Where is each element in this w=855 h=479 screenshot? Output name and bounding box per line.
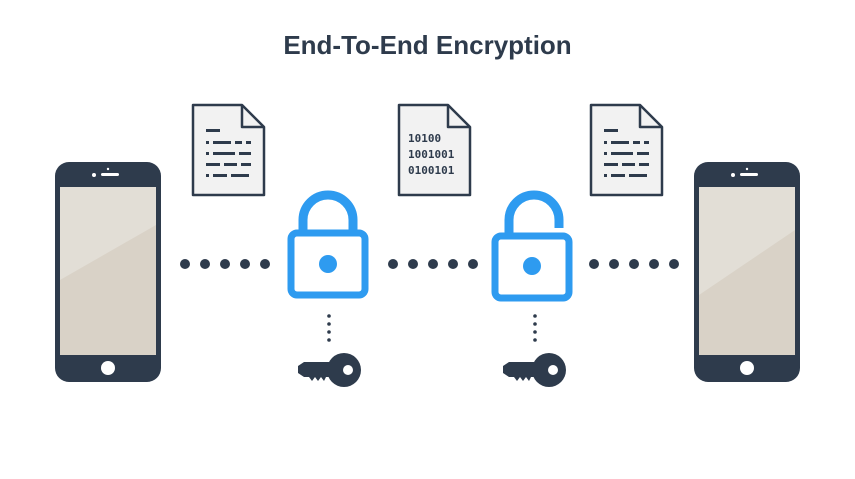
connector-dots-right bbox=[589, 259, 679, 269]
decrypted-document-icon bbox=[589, 103, 664, 197]
binary-line-3: 0100101 bbox=[408, 164, 455, 177]
binary-line-2: 1001001 bbox=[408, 148, 455, 161]
receiver-phone-icon bbox=[694, 162, 800, 382]
plaintext-document-icon bbox=[191, 103, 266, 197]
key-icon-left bbox=[298, 353, 361, 387]
ciphertext-document-icon: 10100 1001001 0100101 bbox=[397, 103, 472, 197]
padlock-closed-icon bbox=[287, 190, 369, 299]
diagram-title: End-To-End Encryption bbox=[283, 30, 572, 60]
key-connector-right bbox=[533, 314, 537, 342]
key-connector-left bbox=[327, 314, 331, 342]
sender-phone-icon bbox=[55, 162, 161, 382]
binary-line-1: 10100 bbox=[408, 132, 441, 145]
connector-dots-left bbox=[180, 259, 270, 269]
connector-dots-middle bbox=[388, 259, 478, 269]
padlock-open-icon bbox=[491, 190, 573, 302]
key-icon-right bbox=[503, 353, 566, 387]
